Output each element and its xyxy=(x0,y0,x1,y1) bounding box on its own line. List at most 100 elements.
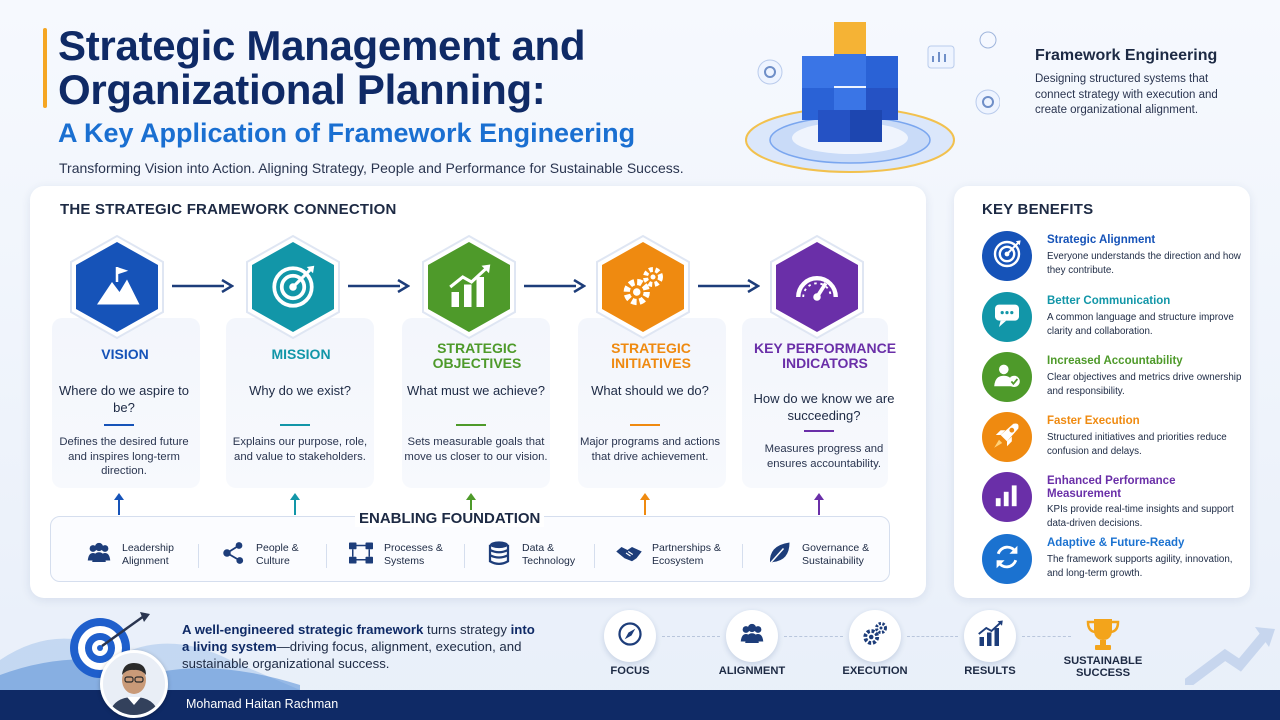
framework-step-description: Sets measurable goals that move us close… xyxy=(404,436,548,463)
framework-step-card xyxy=(578,318,726,488)
foundation-item-label: People & Culture xyxy=(256,542,299,567)
benefit-badge xyxy=(982,534,1032,584)
benefit-title: Faster Execution xyxy=(1047,415,1140,427)
up-arrow-icon xyxy=(114,493,124,515)
person-check-icon xyxy=(991,359,1023,396)
enabling-foundation-title: ENABLING FOUNDATION xyxy=(355,510,545,527)
foundation-item: Partnerships & Ecosystem xyxy=(614,541,732,569)
target-icon xyxy=(268,262,318,317)
people-group-icon xyxy=(737,619,767,654)
success-step-label: SUSTAINABLE SUCCESS xyxy=(1063,655,1143,679)
framework-step-card xyxy=(402,318,550,488)
framework-step-title: VISION xyxy=(101,346,149,362)
benefit-badge xyxy=(982,352,1032,402)
foundation-item: Leadership Alignment xyxy=(84,541,192,569)
framework-cubes-illustration xyxy=(740,10,1001,180)
up-arrow-icon xyxy=(814,493,824,515)
success-step-badge xyxy=(726,610,778,662)
step-divider xyxy=(280,424,310,426)
benefit-title: Enhanced Performance Measurement xyxy=(1047,475,1176,500)
step-divider xyxy=(804,430,834,432)
closing-statement-mid: turns strategy xyxy=(423,622,511,637)
step-divider xyxy=(456,424,486,426)
framework-step-question: How do we know we are succeeding? xyxy=(753,391,895,423)
success-step-label: RESULTS xyxy=(964,665,1016,677)
success-step-badge xyxy=(1077,610,1129,662)
right-arrow-icon xyxy=(698,278,761,294)
foundation-item-label: Processes & Systems xyxy=(384,542,443,567)
step-divider xyxy=(104,424,134,426)
benefit-description: The framework supports agility, innovati… xyxy=(1047,554,1233,579)
foundation-separator xyxy=(742,544,743,568)
network-nodes-icon xyxy=(218,538,248,573)
leaf-icon xyxy=(764,538,794,573)
success-step-badge xyxy=(849,610,901,662)
framework-step-card xyxy=(226,318,374,488)
benefit-badge xyxy=(982,292,1032,342)
benefit-badge xyxy=(982,472,1032,522)
compass-icon xyxy=(615,619,645,654)
foundation-item-label: Partnerships & Ecosystem xyxy=(652,542,721,567)
success-step-label: ALIGNMENT xyxy=(718,665,786,677)
page-tagline: Transforming Vision into Action. Alignin… xyxy=(59,160,684,176)
target-icon xyxy=(991,238,1023,275)
framework-step-description: Measures progress and ensures accountabi… xyxy=(764,443,884,470)
benefit-badge xyxy=(982,231,1032,281)
framework-step-title: STRATEGIC INITIATIVES xyxy=(611,340,691,371)
gears-icon xyxy=(618,262,668,317)
framework-step-badge xyxy=(588,232,698,342)
author-name: Mohamad Haitan Rachman xyxy=(186,697,339,711)
right-arrow-icon xyxy=(524,278,587,294)
bar-chart-icon xyxy=(991,479,1023,516)
page-subtitle: A Key Application of Framework Engineeri… xyxy=(58,118,636,148)
upward-arrow-illustration xyxy=(1182,615,1275,689)
framework-step-badge xyxy=(238,232,348,342)
closing-statement-tail: —driving focus, alignment, execution, an… xyxy=(182,639,522,671)
benefit-description: Clear objectives and metrics drive owner… xyxy=(1047,372,1242,397)
foundation-item: Data & Technology xyxy=(484,540,592,569)
closing-statement: A well-engineered strategic framework tu… xyxy=(182,621,542,672)
benefit-title: Strategic Alignment xyxy=(1047,234,1156,246)
success-step-badge xyxy=(604,610,656,662)
foundation-item: People & Culture xyxy=(218,541,326,569)
rocket-icon xyxy=(991,419,1023,456)
foundation-item: Governance & Sustainability xyxy=(764,541,872,569)
success-step-badge xyxy=(964,610,1016,662)
up-arrow-icon xyxy=(640,493,650,515)
footer-bar xyxy=(0,690,1280,720)
foundation-separator xyxy=(198,544,199,568)
framework-engineering-title: Framework Engineering xyxy=(1035,47,1218,64)
page-title: Strategic Management and Organizational … xyxy=(58,22,586,113)
framework-step-card xyxy=(742,318,888,488)
benefit-description: KPIs provide real-time insights and supp… xyxy=(1047,504,1234,529)
benefit-title: Increased Accountability xyxy=(1047,355,1183,367)
database-icon xyxy=(484,538,514,573)
path-connector xyxy=(907,636,958,637)
key-benefits-heading: KEY BENEFITS xyxy=(982,201,1094,218)
path-connector xyxy=(1022,636,1071,637)
framework-step-description: Major programs and actions that drive ac… xyxy=(579,436,721,463)
author-avatar xyxy=(100,650,168,718)
closing-statement-bold: into a living system xyxy=(182,622,535,654)
trophy-icon xyxy=(1083,614,1123,659)
framework-step-question: Where do we aspire to be? xyxy=(58,383,190,415)
path-connector xyxy=(784,636,843,637)
benefit-title: Adaptive & Future-Ready xyxy=(1047,537,1185,549)
framework-step-badge xyxy=(414,232,524,342)
foundation-separator xyxy=(464,544,465,568)
foundation-item: Processes & Systems xyxy=(346,541,454,569)
framework-step-description: Explains our purpose, role, and value to… xyxy=(232,436,368,463)
chat-bubble-icon xyxy=(991,299,1023,336)
step-divider xyxy=(630,424,660,426)
benefit-description: Everyone understands the direction and h… xyxy=(1047,251,1241,276)
foundation-item-label: Data & Technology xyxy=(522,542,576,567)
framework-step-badge xyxy=(62,232,172,342)
framework-step-title: KEY PERFORMANCE INDICATORS xyxy=(753,340,897,371)
benefit-title: Better Communication xyxy=(1047,295,1171,307)
framework-step-question: Why do we exist? xyxy=(249,383,351,398)
right-arrow-icon xyxy=(172,278,235,294)
framework-connection-heading: THE STRATEGIC FRAMEWORK CONNECTION xyxy=(60,201,397,218)
foundation-item-label: Leadership Alignment xyxy=(122,542,174,567)
process-flow-icon xyxy=(346,538,376,573)
foundation-item-label: Governance & Sustainability xyxy=(802,542,870,567)
